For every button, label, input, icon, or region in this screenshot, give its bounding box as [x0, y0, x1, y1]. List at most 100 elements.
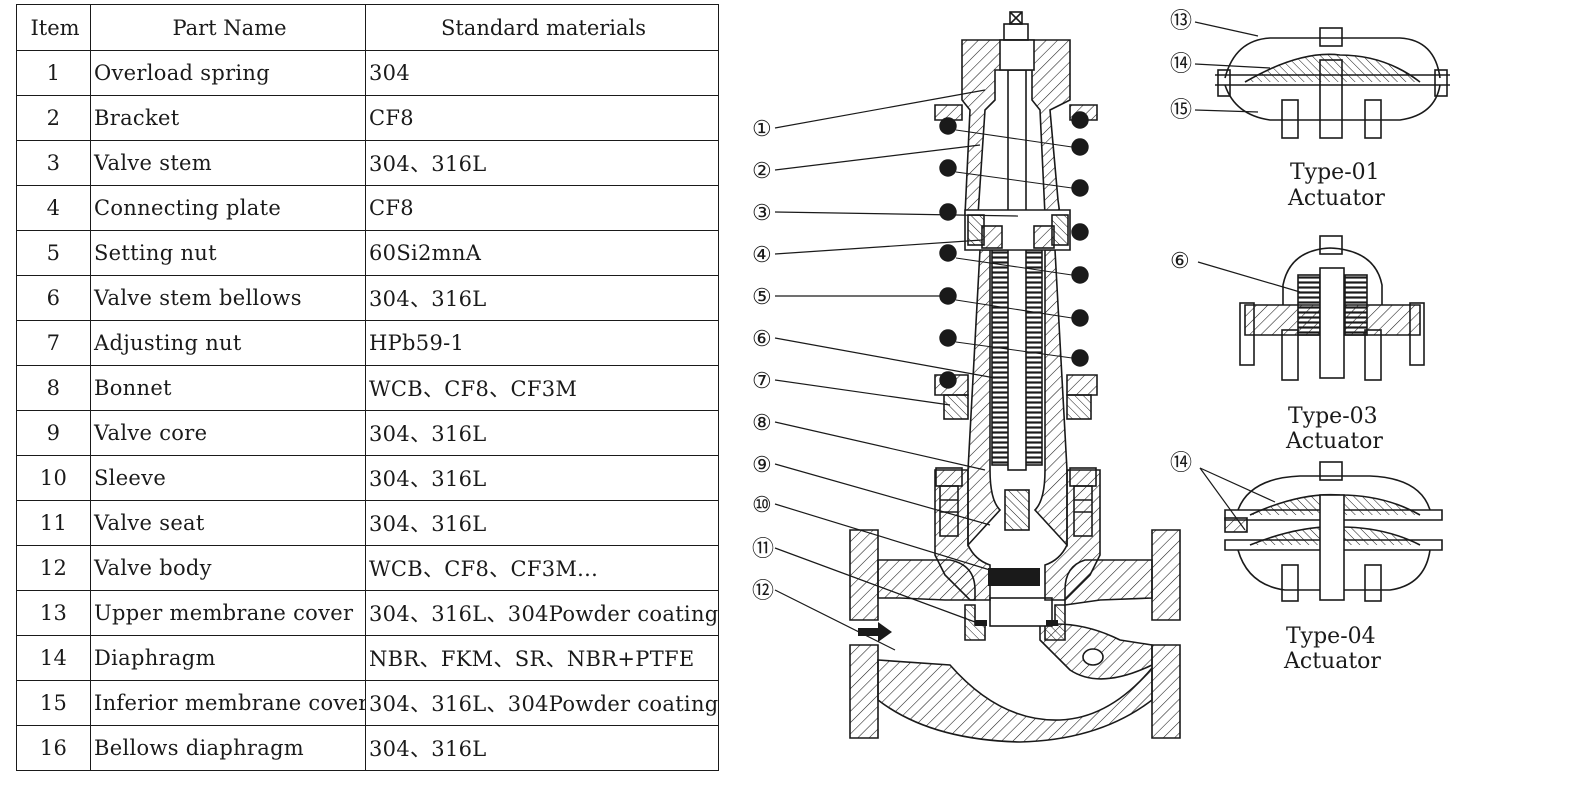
callout-14-type01: ⑭	[1170, 52, 1192, 77]
callout-15: ⑮	[1170, 98, 1192, 123]
item-cell: 13	[16, 590, 91, 636]
callout-9: ⑨	[752, 453, 772, 478]
table-header-row: Item Part Name Standard materials	[16, 4, 719, 51]
bracket	[934, 11, 1098, 216]
part-name-cell: Setting nut	[90, 230, 366, 276]
item-cell: 4	[16, 185, 91, 231]
callout-8: ⑧	[752, 411, 772, 436]
callout-6: ⑥	[752, 327, 772, 352]
part-name-cell: Valve stem bellows	[90, 275, 366, 321]
callout-3: ③	[752, 201, 772, 226]
item-cell: 16	[16, 725, 91, 771]
part-name-cell: Bracket	[90, 95, 366, 141]
part-name-cell: Valve seat	[90, 500, 366, 546]
header-part-name: Part Name	[90, 4, 366, 51]
material-cell: HPb59-1	[365, 320, 719, 366]
item-cell: 1	[16, 50, 91, 96]
item-cell: 12	[16, 545, 91, 591]
type-01-label-line1: Type-01	[1290, 160, 1380, 185]
item-cell: 9	[16, 410, 91, 456]
material-cell: 304、316L	[365, 275, 719, 321]
part-name-cell: Connecting plate	[90, 185, 366, 231]
bonnet-bolts	[935, 467, 1097, 537]
type-04-label-line2: Actuator	[1283, 649, 1381, 674]
callout-13: ⑬	[1170, 9, 1192, 34]
material-cell: 304、316L	[365, 455, 719, 501]
callout-2: ②	[752, 159, 772, 184]
flow-arrow-icon	[858, 622, 892, 642]
material-cell: NBR、FKM、SR、NBR+PTFE	[365, 635, 719, 681]
valve-section-drawing: ① ② ③ ④ ⑤ ⑥ ⑦ ⑧ ⑨ ⑩ ⑪ ⑫ ⑬ ⑭ ⑮ Type-01 Ac…	[752, 9, 1450, 743]
material-cell: 304、316L、304Powder coating	[365, 680, 719, 726]
callout-12: ⑫	[752, 579, 774, 604]
part-name-cell: Adjusting nut	[90, 320, 366, 366]
material-cell: 304、316L	[365, 140, 719, 186]
part-name-cell: Valve core	[90, 410, 366, 456]
material-cell: WCB、CF8、CF3M	[365, 365, 719, 411]
material-cell: 304、316L、304Powder coating	[365, 590, 719, 636]
material-cell: 304、316L	[365, 725, 719, 771]
valve-body	[849, 529, 1181, 743]
item-cell: 11	[16, 500, 91, 546]
callout-5: ⑤	[752, 285, 772, 310]
type-03-label-line2: Actuator	[1285, 429, 1383, 454]
material-cell: WCB、CF8、CF3M...	[365, 545, 719, 591]
type-01-actuator	[1194, 21, 1450, 139]
item-cell: 15	[16, 680, 91, 726]
header-standard-materials: Standard materials	[365, 4, 719, 51]
part-name-cell: Valve body	[90, 545, 366, 591]
item-cell: 2	[16, 95, 91, 141]
seat-and-core	[964, 568, 1066, 641]
connecting-plate	[964, 209, 1071, 251]
material-cell: 304	[365, 50, 719, 96]
header-item: Item	[16, 4, 91, 51]
overload-spring	[939, 111, 1089, 389]
bonnet	[934, 249, 1101, 601]
callouts-main: ① ② ③ ④ ⑤ ⑥ ⑦ ⑧ ⑨ ⑩ ⑪ ⑫	[752, 117, 774, 604]
type-03-label-line1: Type-03	[1288, 404, 1378, 429]
material-cell: 60Si2mnA	[365, 230, 719, 276]
part-name-cell: Inferior membrane cover	[90, 680, 366, 726]
item-cell: 7	[16, 320, 91, 366]
material-cell: CF8	[365, 95, 719, 141]
callout-1: ①	[752, 117, 772, 142]
part-name-cell: Upper membrane cover	[90, 590, 366, 636]
type-03-actuator	[1197, 235, 1425, 381]
part-name-cell: Valve stem	[90, 140, 366, 186]
callout-11: ⑪	[752, 537, 774, 562]
item-cell: 8	[16, 365, 91, 411]
part-name-cell: Overload spring	[90, 50, 366, 96]
item-cell: 10	[16, 455, 91, 501]
part-name-cell: Bonnet	[90, 365, 366, 411]
type-04-actuator	[1199, 461, 1443, 602]
leader-lines	[774, 89, 1019, 651]
item-cell: 5	[16, 230, 91, 276]
material-cell: 304、316L	[365, 410, 719, 456]
material-cell: 304、316L	[365, 500, 719, 546]
material-cell: CF8	[365, 185, 719, 231]
callout-6-type03: ⑥	[1170, 249, 1190, 274]
callout-7: ⑦	[752, 369, 772, 394]
valve-stem	[1007, 69, 1027, 471]
part-name-cell: Diaphragm	[90, 635, 366, 681]
item-cell: 3	[16, 140, 91, 186]
item-cell: 6	[16, 275, 91, 321]
